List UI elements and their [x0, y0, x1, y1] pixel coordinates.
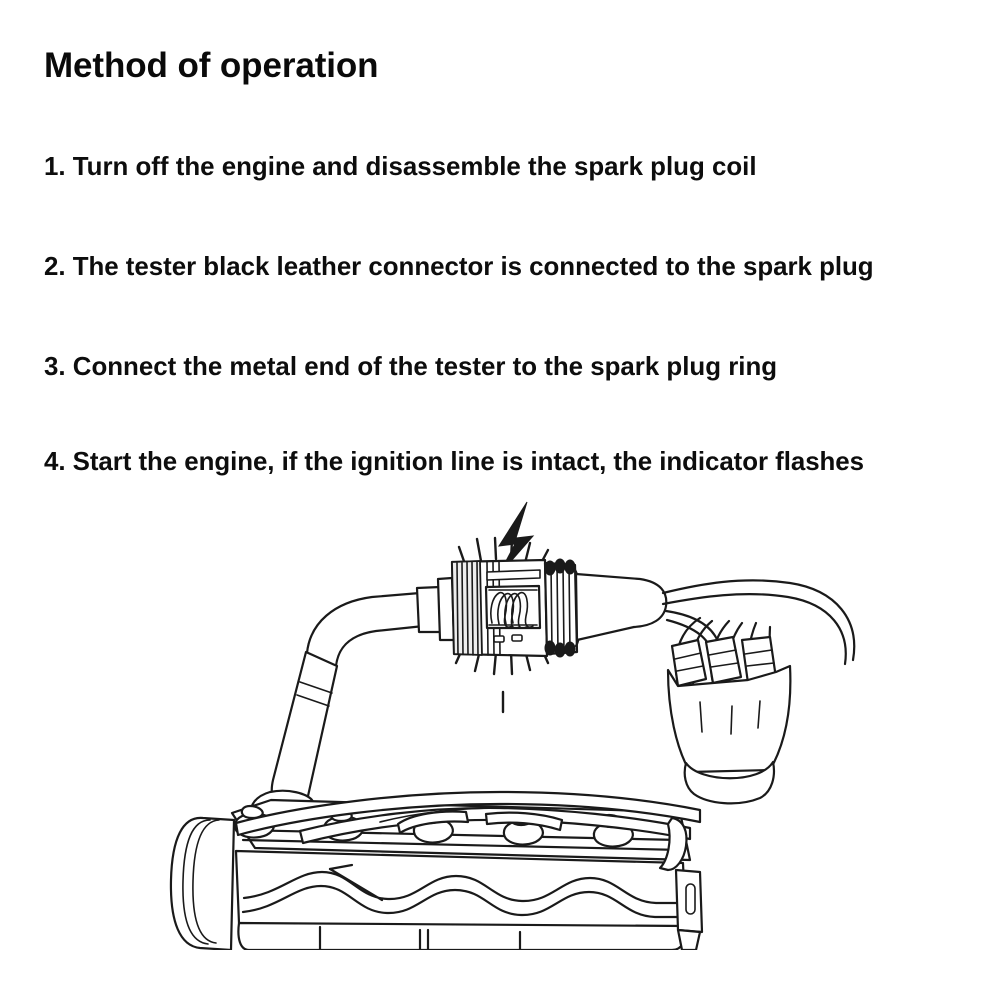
cover-ignition-wires — [234, 790, 702, 845]
page-title: Method of operation — [44, 46, 379, 85]
spark-plug-boot-1 — [670, 638, 708, 688]
engine-end-cap — [169, 816, 236, 950]
tester-left-cable — [305, 591, 426, 668]
tester-contacts — [493, 634, 523, 643]
tester-cable-ferrule — [415, 576, 456, 642]
instruction-step-4: 4. Start the engine, if the ignition lin… — [44, 446, 864, 476]
tester-ring-knobs-bottom — [544, 640, 576, 658]
tester-threaded-rings — [543, 558, 582, 658]
instruction-step-1: 1. Turn off the engine and disassemble t… — [44, 151, 757, 181]
engine-valve-cover — [169, 790, 704, 950]
spark-plug-boot-2 — [704, 635, 743, 685]
engine-skirt-splits — [318, 925, 522, 950]
ignition-wire-bundle — [661, 579, 856, 805]
spark-plug-boot-3 — [740, 635, 778, 685]
engine-right-bracket — [658, 816, 704, 950]
instruction-step-3: 3. Connect the metal end of the tester t… — [44, 351, 778, 381]
illustration: .ln { fill:none; stroke:#1a1a1a; stroke-… — [0, 480, 1000, 950]
instruction-step-2: 2. The tester black leather connector is… — [44, 251, 874, 281]
tester-left-ribs — [456, 561, 479, 656]
tester-right-cable — [574, 572, 668, 642]
sleeve-stitch-marks — [699, 700, 761, 735]
spark-tester — [450, 558, 549, 658]
tester-coil-window — [488, 589, 538, 629]
tester-ring-knobs-top — [544, 558, 576, 576]
